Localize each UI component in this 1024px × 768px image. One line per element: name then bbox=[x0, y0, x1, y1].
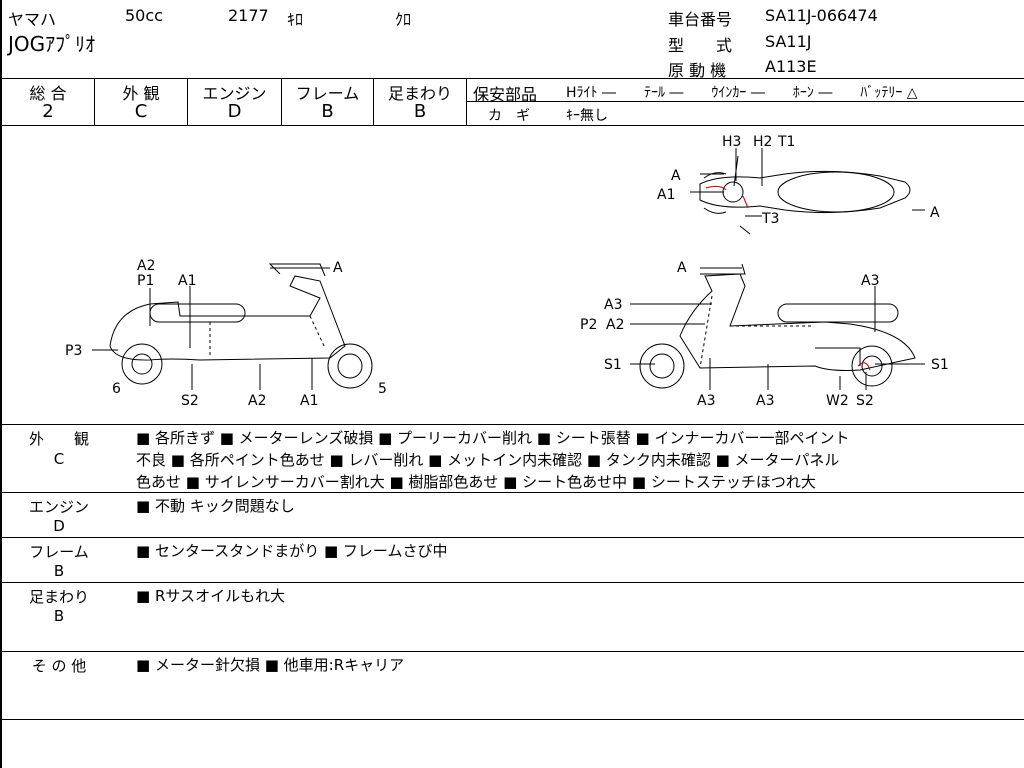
displacement: 50cc bbox=[125, 6, 163, 25]
label-a3: A3 bbox=[861, 273, 879, 289]
key-value: ｷｰ無し bbox=[566, 108, 608, 124]
label-a: A bbox=[677, 260, 687, 276]
label-a3: A3 bbox=[697, 393, 715, 409]
label-a2: A2 bbox=[137, 258, 155, 274]
rule bbox=[0, 719, 1024, 720]
label-h3: H3 bbox=[722, 134, 741, 150]
top-view-scooter bbox=[699, 155, 911, 235]
safety-label: 保安部品 bbox=[473, 85, 538, 104]
rule bbox=[0, 537, 1024, 538]
label-a1: A1 bbox=[657, 187, 675, 203]
engine-title: エンジン bbox=[28, 498, 89, 516]
exterior-note-line: 不良 ■ 各所ペイント色あせ ■ レバー削れ ■ メットイン内未確認 ■ タンク… bbox=[136, 451, 840, 469]
rule bbox=[467, 101, 1024, 102]
engine-grade: D bbox=[53, 517, 65, 535]
label-w2: W2 bbox=[826, 393, 849, 409]
grade-value-engine: D bbox=[227, 101, 242, 122]
label-t3: T3 bbox=[761, 211, 779, 227]
maker: ヤマハ bbox=[8, 10, 57, 29]
divider bbox=[187, 78, 188, 125]
frame-note-line: ■ センタースタンドまがり ■ フレームさび中 bbox=[136, 542, 448, 560]
grade-value-suspension: B bbox=[413, 101, 427, 122]
label-a2: A2 bbox=[248, 393, 266, 409]
divider bbox=[94, 78, 95, 125]
engine-value: A113E bbox=[765, 57, 817, 76]
label-p2: P2 bbox=[580, 317, 597, 333]
label-a: A bbox=[930, 205, 940, 221]
label-a3: A3 bbox=[756, 393, 774, 409]
safety-items: Hﾗｲﾄ ― ﾃｰﾙ ― ｳｲﾝｶｰ ― ﾎｰﾝ ― ﾊﾞｯﾃﾘｰ △ bbox=[566, 85, 918, 101]
engine-label: 原 動 機 bbox=[668, 61, 727, 80]
label-a2: A2 bbox=[606, 317, 624, 333]
mileage-unit: ｷﾛ bbox=[287, 10, 304, 29]
divider bbox=[466, 78, 467, 125]
grade-value-exterior: C bbox=[134, 101, 148, 122]
exterior-note-line: ■ 各所きず ■ メーターレンズ破損 ■ プーリーカバー削れ ■ シート張替 ■… bbox=[136, 429, 850, 447]
grade-value-frame: B bbox=[321, 101, 334, 122]
grade-value-overall: 2 bbox=[42, 101, 54, 122]
rule bbox=[0, 582, 1024, 583]
grade-header-exterior: 外 観 bbox=[122, 84, 160, 103]
suspension-grade: B bbox=[53, 607, 65, 625]
label-s2: S2 bbox=[181, 393, 199, 409]
label-a1: A1 bbox=[300, 393, 318, 409]
mileage: 2177 bbox=[228, 6, 269, 25]
suspension-note-line: ■ Rサスオイルもれ大 bbox=[136, 587, 286, 605]
rule bbox=[0, 78, 1024, 79]
other-note-line: ■ メーター針欠損 ■ 他車用:Rキャリア bbox=[136, 656, 405, 674]
grade-header-frame: フレーム bbox=[295, 84, 360, 103]
label-h2: H2 bbox=[753, 134, 772, 150]
rule bbox=[0, 492, 1024, 493]
chassis-label: 車台番号 bbox=[668, 10, 733, 29]
other-title: そ の 他 bbox=[31, 657, 87, 675]
label-s1: S1 bbox=[604, 357, 622, 373]
chassis-value: SA11J-066474 bbox=[765, 6, 878, 25]
suspension-title: 足まわり bbox=[28, 588, 89, 606]
label-a1: A1 bbox=[178, 273, 196, 289]
rule bbox=[0, 125, 1024, 126]
type-label: 型 式 bbox=[668, 36, 733, 55]
label-6: 6 bbox=[112, 381, 121, 397]
rule bbox=[0, 424, 1024, 425]
grade-header-overall: 総 合 bbox=[29, 84, 67, 103]
damage-diagram: H3 H2 T1 A A1 T3 A A2 P1 A1 A P3 6 S2 A2… bbox=[65, 134, 949, 409]
frame-grade: B bbox=[53, 562, 65, 580]
divider bbox=[281, 78, 282, 125]
label-5: 5 bbox=[378, 381, 387, 397]
label-s1: S1 bbox=[931, 357, 949, 373]
label-a: A bbox=[671, 168, 681, 184]
diagram-labels: H3 H2 T1 A A1 T3 A A2 P1 A1 A P3 6 S2 A2… bbox=[65, 134, 949, 409]
label-a: A bbox=[333, 260, 343, 276]
exterior-title: 外 観 bbox=[28, 430, 89, 448]
divider bbox=[373, 78, 374, 125]
label-p3: P3 bbox=[65, 343, 82, 359]
frame-title: フレーム bbox=[29, 543, 89, 561]
label-a3: A3 bbox=[604, 297, 622, 313]
exterior-note-line: 色あせ ■ サイレンサーカバー割れ大 ■ 樹脂部色あせ ■ シート色あせ中 ■ … bbox=[136, 473, 816, 491]
engine-note-line: ■ 不動 キック問題なし bbox=[136, 497, 295, 515]
exterior-grade: C bbox=[53, 450, 65, 468]
label-p1: P1 bbox=[137, 273, 154, 289]
color: ｸﾛ bbox=[395, 10, 412, 29]
grade-header-suspension: 足まわり bbox=[387, 84, 452, 103]
label-s2: S2 bbox=[856, 393, 874, 409]
label-t1: T1 bbox=[777, 134, 795, 150]
key-label: カ ギ bbox=[488, 108, 530, 124]
model-name: JOGｱﾌﾟﾘｵ bbox=[8, 32, 96, 56]
rule bbox=[0, 651, 1024, 652]
type-value: SA11J bbox=[765, 32, 812, 51]
grade-header-engine: エンジン bbox=[202, 84, 267, 103]
right-side-scooter bbox=[639, 263, 916, 389]
